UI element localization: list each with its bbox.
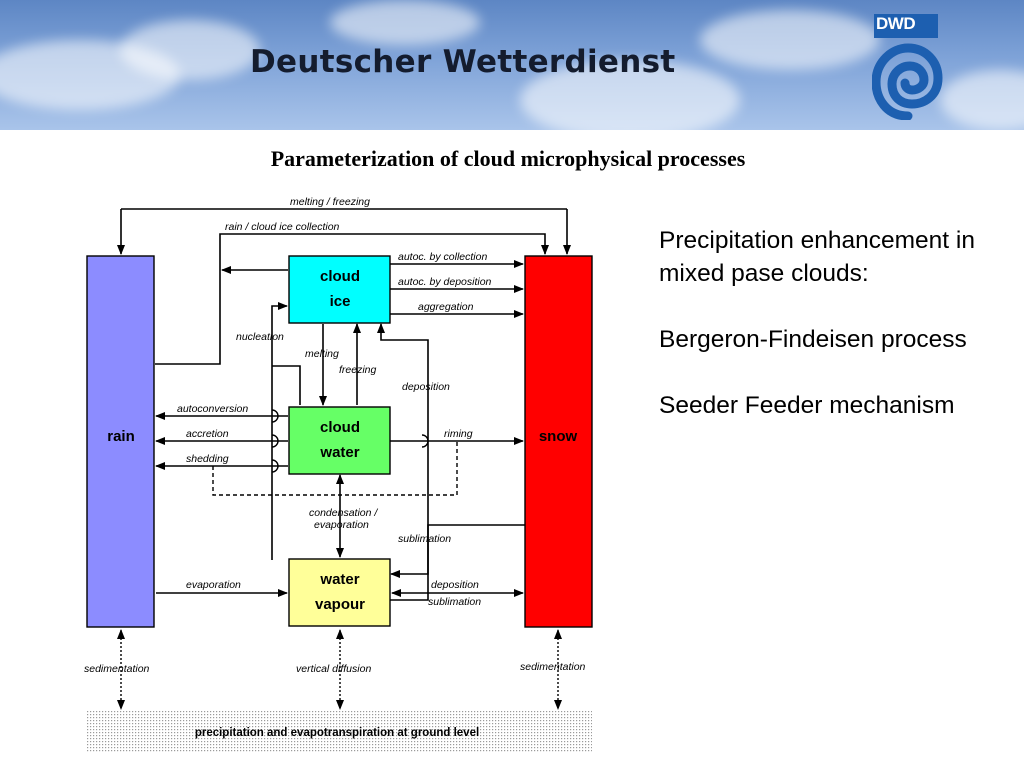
loop — [271, 434, 279, 448]
label-autoc-deposition: autoc. by deposition — [398, 276, 492, 288]
logo-text: DWD — [876, 14, 916, 33]
cloud-water-label-2: water — [319, 444, 359, 461]
dashed-connector — [212, 441, 458, 496]
rain-box — [86, 255, 155, 628]
rain-ice-collection-line — [155, 233, 549, 365]
cloud-ice-label-1: cloud — [320, 268, 360, 285]
vapour-label-2: vapour — [315, 596, 365, 613]
label-rain-ice-collection: rain / cloud ice collection — [225, 221, 340, 233]
rain-label: rain — [107, 428, 135, 445]
label-accretion: accretion — [186, 428, 229, 440]
label-deposition-snow: deposition — [431, 579, 479, 591]
vapour-label-1: water — [319, 571, 359, 588]
cloud-water-box — [288, 406, 391, 475]
label-melting: melting — [305, 348, 339, 360]
label-autoc-collection: autoc. by collection — [398, 251, 487, 263]
banner-cloud — [520, 60, 740, 130]
loop — [421, 434, 429, 448]
water-vapour-box — [288, 558, 391, 627]
loop — [271, 409, 279, 423]
cloud-ice-label-2: ice — [330, 293, 351, 310]
header-banner: Deutscher Wetterdienst DWD — [0, 0, 1024, 130]
ground-box — [87, 710, 592, 752]
dwd-spiral-logo-icon — [872, 14, 943, 120]
side-paragraph: Bergeron-Findeisen process — [659, 326, 967, 353]
side-text: Precipitation enhancement in mixed pase … — [659, 224, 1019, 455]
label-shedding: shedding — [186, 453, 229, 465]
snow-label: snow — [539, 428, 578, 445]
nucleation-arrow — [271, 302, 288, 560]
brand-name: Deutscher Wetterdienst — [250, 44, 676, 80]
snow-box — [524, 255, 593, 628]
deposition-ice-arrow — [377, 323, 429, 601]
label-evaporation: evaporation — [186, 579, 241, 591]
banner-cloud — [700, 10, 880, 70]
label-sublimation-ice: sublimation — [398, 533, 451, 545]
label-sedimentation-rain: sedimentation — [84, 663, 150, 675]
label-aggregation: aggregation — [418, 301, 474, 313]
label-riming: riming — [444, 428, 473, 440]
page-title: Parameterization of cloud microphysical … — [270, 146, 746, 171]
label-deposition-ice: deposition — [402, 381, 450, 393]
ground-label: precipitation and evapotranspiration at … — [195, 727, 479, 739]
side-paragraph: Precipitation enhancement in mixed pase … — [659, 227, 975, 287]
banner-cloud — [120, 20, 260, 80]
label-autoconversion: autoconversion — [177, 403, 248, 415]
label-vertical-diffusion: vertical diffusion — [296, 663, 371, 675]
label-nucleation: nucleation — [236, 331, 284, 343]
label-evaporation-cw: evaporation — [314, 519, 369, 531]
cloud-water-label-1: cloud — [320, 419, 360, 436]
label-condensation: condensation / — [309, 507, 378, 519]
cloud-ice-box — [288, 255, 391, 324]
side-paragraph: Seeder Feeder mechanism — [659, 392, 955, 419]
label-sedimentation-snow: sedimentation — [520, 661, 586, 673]
label-melting-freezing: melting / freezing — [290, 196, 370, 208]
label-sublimation-snow: sublimation — [428, 596, 481, 608]
banner-cloud — [330, 0, 480, 45]
sublimation-ice-arrow — [390, 524, 525, 578]
loop — [271, 459, 279, 473]
label-freezing: freezing — [339, 364, 377, 376]
water-to-ice-line — [272, 365, 301, 405]
